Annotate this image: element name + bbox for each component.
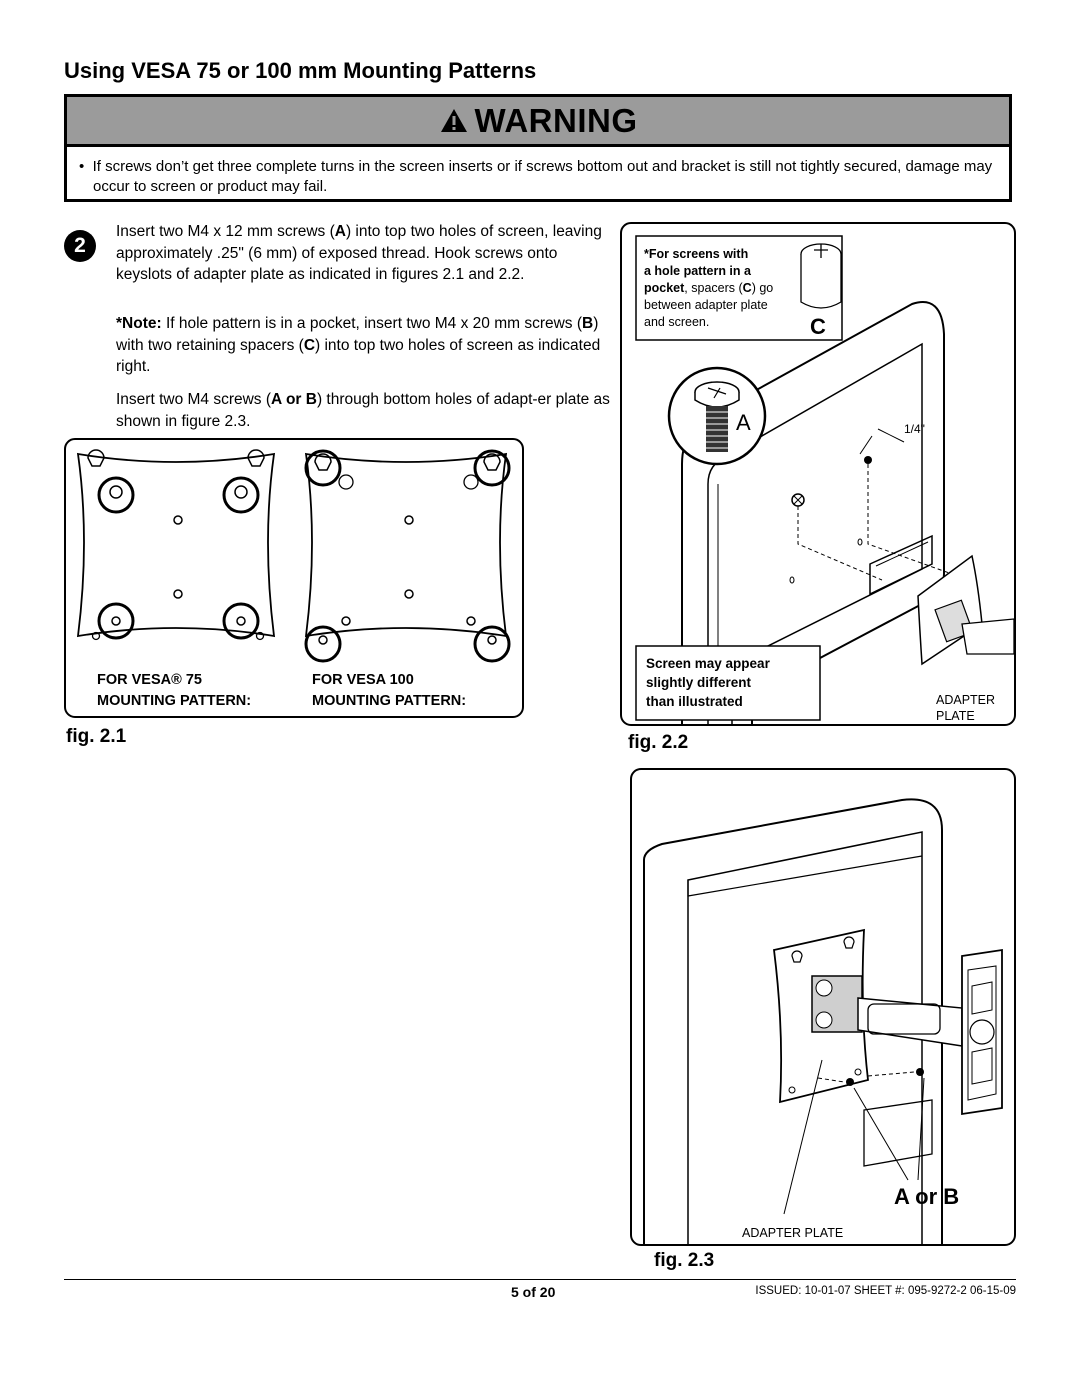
vesa-75-label-line1: FOR VESA® 75: [97, 672, 202, 688]
issued-sheet-info: ISSUED: 10-01-07 SHEET #: 095-9272-2 06-…: [755, 1285, 1016, 1297]
step-note: *Note: If hole pattern is in a pocket, i…: [116, 315, 601, 375]
vesa-100-label-line2: MOUNTING PATTERN:: [312, 693, 467, 709]
dimension-label: 1/4": [904, 422, 925, 436]
callout-a: A: [736, 410, 751, 435]
figure-2-1-caption: fig. 2.1: [66, 726, 127, 747]
figure-2-2-panel: *For screens with a hole pattern in a po…: [620, 222, 1016, 726]
adapter-plate-label-fig23: ADAPTER PLATE: [742, 1226, 844, 1240]
figure-2-3-caption: fig. 2.3: [654, 1250, 715, 1271]
page-number: 5 of 20: [511, 1284, 556, 1300]
callout-c: C: [810, 314, 826, 339]
page-title: Using VESA 75 or 100 mm Mounting Pattern…: [64, 58, 537, 83]
step-number: 2: [64, 230, 96, 262]
vesa-100-label-line1: FOR VESA 100: [312, 672, 414, 688]
warning-triangle-icon: [440, 109, 467, 132]
screen-note: Screen may appear slightly different tha…: [646, 656, 770, 709]
bracket-assembly-diagram: [643, 798, 1003, 1244]
vesa-75-label-line2: MOUNTING PATTERN:: [97, 693, 252, 709]
screen-with-screws-diagram: [635, 235, 1014, 724]
footer-rule: [64, 1279, 1016, 1280]
warning-box: WARNING • If screws don’t get three comp…: [64, 94, 1012, 202]
step-paragraph-3: Insert two M4 screws (A or B) through bo…: [116, 391, 610, 430]
figure-2-1-panel: FOR VESA® 75 MOUNTING PATTERN: FOR VESA …: [64, 438, 524, 718]
adapter-plate-label: ADAPTER PLATE: [936, 693, 996, 723]
warning-text: • If screws don’t get three complete tur…: [79, 158, 993, 195]
warning-heading: WARNING: [474, 101, 638, 139]
figure-2-2-caption: fig. 2.2: [628, 732, 689, 753]
callout-a-or-b: A or B: [894, 1184, 960, 1209]
vesa-plates-diagram: [76, 449, 511, 663]
figure-2-3-panel: A or B ADAPTER PLATE: [630, 768, 1016, 1246]
spacer-note: *For screens with a hole pattern in a po…: [644, 247, 774, 329]
warning-header: WARNING: [67, 97, 1009, 147]
step-paragraph-1: Insert two M4 x 12 mm screws (A) into to…: [116, 223, 602, 283]
